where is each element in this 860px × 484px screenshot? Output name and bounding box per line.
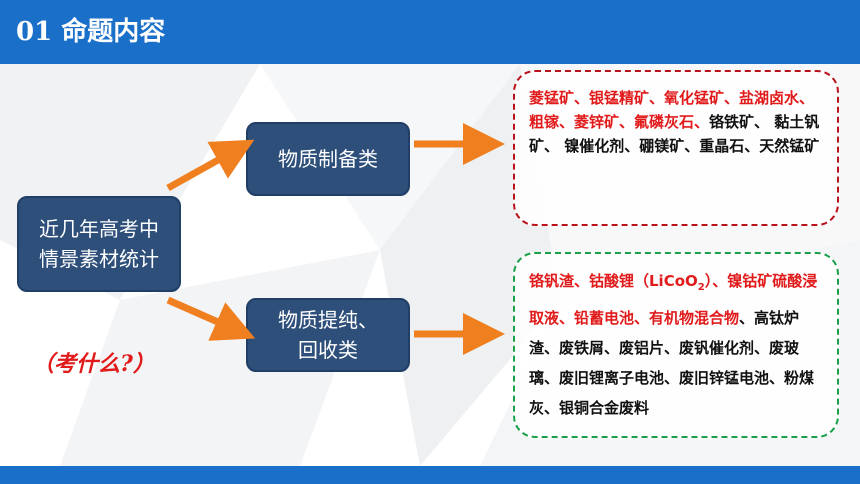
main-topic-line2: 情景素材统计 (39, 247, 159, 271)
prep-materials-normal: 铬铁矿、 黏土钒矿、 镍催化剂、硼镁矿、重晶石、天然锰矿 (529, 113, 820, 155)
main-topic-box: 近几年高考中 情景素材统计 (17, 196, 181, 292)
purify-materials-highlighted-a: 铬钒渣、钴酸锂（LiCoO (529, 272, 698, 290)
question-label: （考什么?） (32, 351, 155, 377)
purify-category-line1: 物质提纯、 (278, 308, 378, 332)
header-bar: 01 命题内容 (0, 0, 860, 64)
prep-category-label: 物质制备类 (278, 147, 378, 171)
purify-materials-subscript: 2 (697, 282, 705, 293)
purify-materials-normal: 、高钛炉渣、废铁屑、废铝片、废钒催化剂、废玻璃、废旧锂离子电池、废旧锌锰电池、粉… (529, 309, 815, 417)
arrow-down-icon (166, 296, 256, 341)
arrow-up-icon (166, 139, 255, 192)
purify-category-line2: 回收类 (298, 338, 358, 362)
footer-bar (0, 466, 860, 484)
page-title: 01 命题内容 (16, 17, 166, 47)
prep-materials-highlighted: 菱锰矿、银锰精矿、氧化锰矿、盐湖卤水、粗镓、菱锌矿、氟磷灰石、 (529, 89, 815, 131)
purify-materials-panel: 铬钒渣、钴酸锂（LiCoO2）、镍钴矿硫酸浸取液、铅蓄电池、有机物混合物、高钛炉… (513, 252, 839, 438)
prep-category-box: 物质制备类 (246, 122, 410, 196)
main-topic-line1: 近几年高考中 (39, 217, 159, 241)
purify-materials-highlighted-b: ）、镍钴矿硫酸浸取液、铅蓄电池、有机物混合物 (529, 272, 818, 327)
prep-materials-panel: 菱锰矿、银锰精矿、氧化锰矿、盐湖卤水、粗镓、菱锌矿、氟磷灰石、铬铁矿、 黏土钒矿… (513, 70, 839, 226)
